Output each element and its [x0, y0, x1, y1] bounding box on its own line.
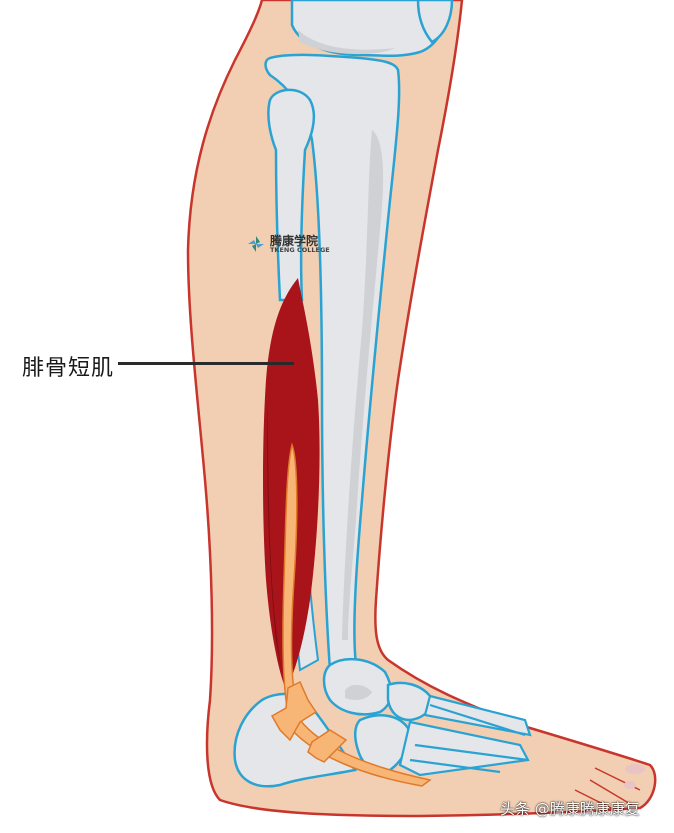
talus-shade: [345, 684, 372, 700]
leader-line: [118, 362, 294, 365]
inferior-retinaculum: [307, 729, 348, 763]
logo-name-cn: 腾康学院: [270, 234, 319, 248]
patella-bone: [416, 0, 454, 44]
fibula-bone: [267, 88, 316, 302]
logo-name-en: TKENG COLLEGE: [270, 246, 330, 254]
watermark: 头条 @腾康腾康康复: [500, 800, 640, 818]
muscle-label: 腓骨短肌: [22, 356, 115, 381]
femur-shade: [298, 30, 395, 55]
metatarsal-lines: [409, 703, 529, 774]
tibia-shade: [342, 130, 384, 640]
college-logo: 腾康学院 TKENG COLLEGE: [246, 232, 336, 258]
toenail: [624, 781, 636, 789]
logo-mark-icon: [248, 236, 264, 252]
tibia-bone: [264, 53, 401, 672]
toenail: [625, 764, 645, 774]
fibularis-brevis-tendon: [282, 442, 432, 787]
superior-retinaculum: [270, 680, 318, 742]
